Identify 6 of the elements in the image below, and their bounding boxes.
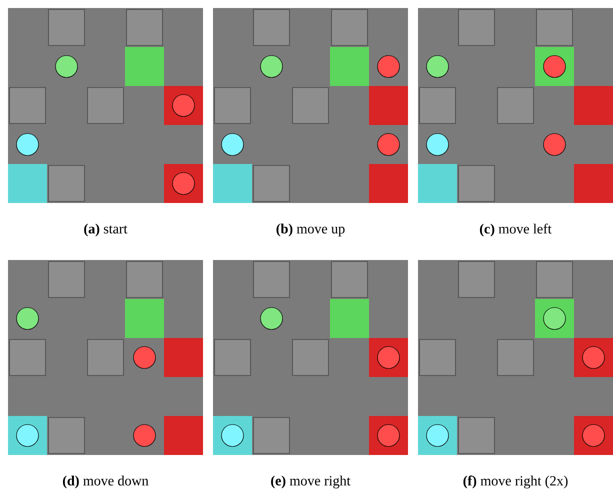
caption: (c) move left (480, 224, 552, 236)
caption: (a) start (84, 224, 128, 236)
caption: (f) move right (2x) (463, 476, 568, 488)
caption: (b) move up (276, 224, 345, 236)
caption: (e) move right (271, 476, 350, 488)
caption: (d) move down (62, 476, 148, 488)
